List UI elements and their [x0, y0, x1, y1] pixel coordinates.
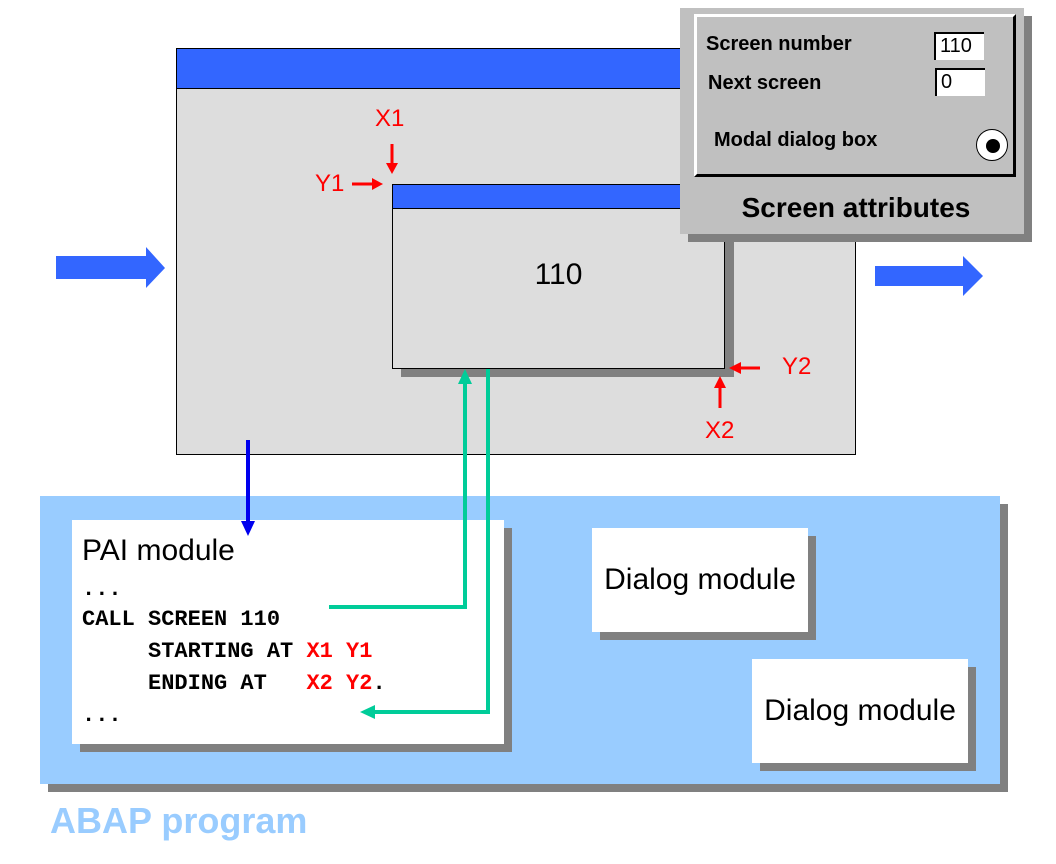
code-line-1: ... — [82, 577, 122, 602]
next-screen-label: Next screen — [708, 72, 822, 94]
starting-y1: Y1 — [346, 639, 373, 664]
y1-arrow-icon — [352, 178, 383, 190]
code-line-ending-at: ENDING AT X2 Y2. — [82, 671, 386, 696]
abap-program-label: ABAP program — [50, 800, 308, 841]
ending-period: . — [372, 671, 386, 696]
pai-module-box — [72, 520, 504, 744]
starting-at-keyword: STARTING AT — [82, 639, 307, 664]
pai-module-title: PAI module — [82, 534, 235, 567]
return-flow-arrow — [360, 369, 490, 719]
dialog-module-1-label: Dialog module — [604, 563, 796, 596]
call-screen-flow-arrow — [329, 369, 472, 609]
screen-number-field[interactable]: 110 — [934, 32, 984, 60]
modal-screen-number: 110 — [534, 258, 583, 291]
ending-y2: Y2 — [346, 671, 373, 696]
x1-arrow-icon — [386, 144, 398, 174]
input-flow-arrow — [56, 247, 165, 288]
starting-x1: X1 — [306, 639, 333, 664]
x2-arrow-icon — [714, 376, 726, 408]
x1-label: X1 — [375, 105, 405, 132]
next-screen-field[interactable]: 0 — [935, 68, 985, 96]
code-line-call-screen: CALL SCREEN 110 — [82, 607, 281, 632]
y2-label: Y2 — [782, 353, 812, 380]
dialog-module-1 — [592, 528, 808, 632]
screen-attributes-title: Screen attributes — [741, 192, 971, 223]
radio-selected-dot-icon — [986, 139, 1000, 153]
dialog-module-2-label: Dialog module — [764, 694, 956, 727]
code-line-5: ... — [82, 703, 122, 728]
code-line-starting-at: STARTING AT X1 Y1 — [82, 639, 372, 664]
ending-x2: X2 — [306, 671, 333, 696]
modal-dialog-box-label: Modal dialog box — [714, 129, 878, 151]
output-flow-arrow — [875, 256, 983, 296]
ending-at-keyword: ENDING AT — [82, 671, 307, 696]
screen-number-label: Screen number — [706, 33, 852, 55]
dialog-module-2 — [752, 659, 968, 763]
y2-arrow-icon — [729, 362, 760, 374]
x2-label: X2 — [705, 417, 735, 444]
y1-label: Y1 — [315, 170, 345, 197]
pai-trigger-arrow — [241, 440, 255, 536]
